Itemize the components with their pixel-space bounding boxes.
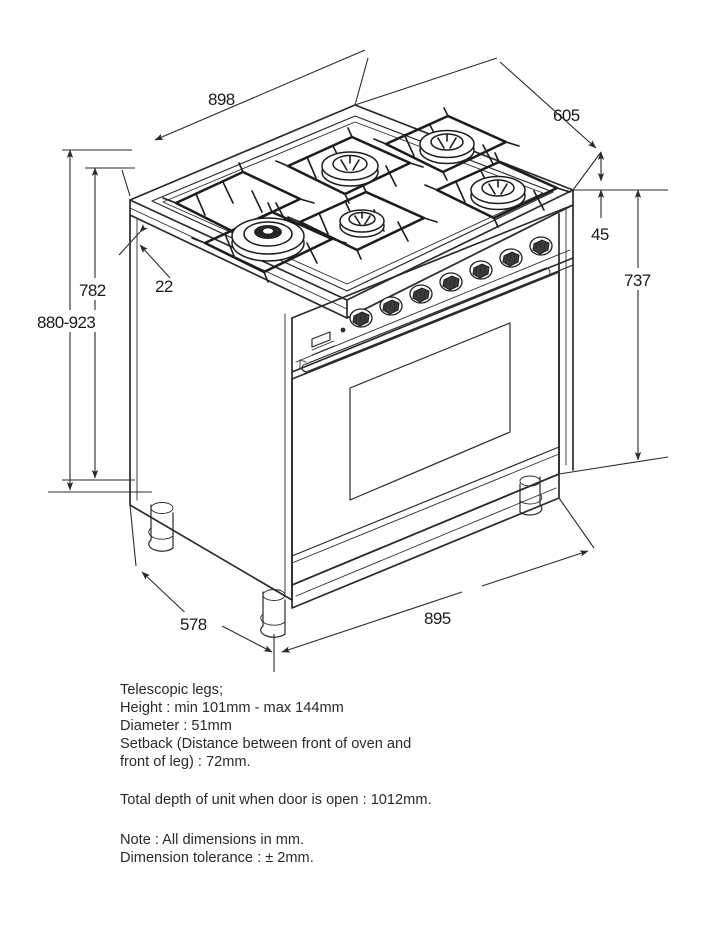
control-knobs [349,236,553,328]
dimension-height-front: 737 [558,189,669,475]
dimension-label-895: 895 [424,609,451,628]
dimension-height-range: 880-923 [36,149,152,493]
oven-door-window [349,322,511,501]
control-knob-7[interactable] [529,236,553,256]
notes-block: Telescopic legs; Height : min 101mm - ma… [120,682,432,866]
dimension-annotations: 898 605 45 737 [36,49,669,672]
dimension-worktop-thickness: 22 [118,224,173,296]
burner-right-back [419,129,475,165]
oven-door-handle[interactable] [299,267,551,373]
dimension-depth-top: 605 [354,57,602,191]
pan-support-grates [162,107,571,283]
control-knob-5[interactable] [469,260,493,280]
burner-center-front [339,209,385,238]
note-door-open-depth: Total depth of unit when door is open : … [120,792,432,808]
control-knob-6[interactable] [499,248,523,268]
leg-front-right [260,589,286,638]
gas-burners [231,129,526,262]
note-footer-line-1: Note : All dimensions in mm. [120,832,304,848]
control-knob-2[interactable] [379,296,403,316]
note-legs-line-1: Telescopic legs; [120,682,223,698]
note-footer-line-2: Dimension tolerance : ± 2mm. [120,850,314,866]
dimension-label-22: 22 [155,277,173,296]
note-legs-line-4: Setback (Distance between front of oven … [120,736,411,752]
burner-right-front [470,175,526,211]
appliance-illustration [129,104,574,638]
control-knob-3[interactable] [409,284,433,304]
control-knob-1[interactable] [349,308,373,328]
leg-rear-right [519,475,543,516]
dimension-width-base: 895 [281,497,595,653]
dimension-label-898: 898 [208,90,235,109]
burner-center-back [321,151,379,187]
dimension-label-782: 782 [79,281,106,300]
note-legs-line-2: Height : min 101mm - max 144mm [120,700,344,716]
dimension-label-605: 605 [553,106,580,125]
dimension-width-top: 898 [121,49,369,197]
dimension-label-880-923: 880-923 [37,313,95,332]
dimension-label-45: 45 [591,225,609,244]
leg-front-left [148,502,174,552]
dimension-depth-base: 578 [129,504,275,672]
dimension-label-578: 578 [180,615,207,634]
control-knob-4[interactable] [439,272,463,292]
telescopic-legs [148,475,543,638]
dimension-label-737: 737 [624,271,651,290]
timer-display[interactable] [311,327,346,356]
burner-wok-front-left [231,217,305,262]
note-legs-line-3: Diameter : 51mm [120,718,232,734]
control-panel [291,204,574,380]
indicator-dot [340,327,346,333]
note-legs-line-5: front of leg) : 72mm. [120,754,251,770]
